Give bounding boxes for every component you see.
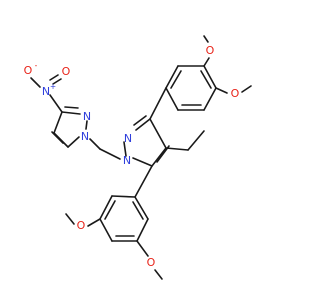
atom-label-nitrogen-central-upper: N [124,132,132,145]
atom-label-oxygen-lower-methoxy-left: O [77,219,86,232]
atom-label-oxygen-lower-methoxy-bottom: O [147,256,156,269]
atom-label-oxygen-nitro-minus: O [24,64,33,77]
atom-label-nitrogen-nitro: N [42,85,50,98]
atom-label-nitrogen-central-n1: N [123,154,131,167]
atom-labels: O O O - O N + N N N N O O [24,44,240,269]
atom-label-oxygen-top-methoxy: O [206,44,215,57]
charge-label-plus: + [50,82,56,91]
charge-label-minus: - [35,61,38,70]
bond-lines [30,35,252,280]
molecule-structure-diagram: O O O - O N + N N N N O O [24,35,252,280]
atom-label-oxygen-upper-methoxy: O [231,87,240,100]
atom-label-nitrogen-nitropyrazole-upper: N [83,110,91,123]
atom-label-oxygen-nitro: O [62,65,71,78]
atom-label-nitrogen-nitropyrazole-n1: N [81,130,89,143]
